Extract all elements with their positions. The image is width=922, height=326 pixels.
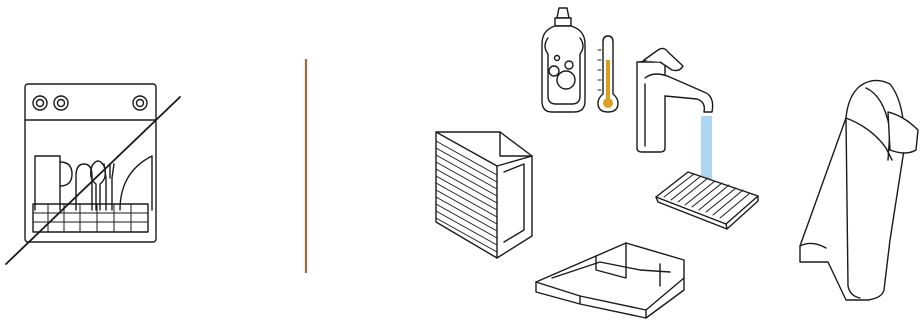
drip-grid-icon: [656, 172, 758, 229]
thermometer-icon: [598, 36, 618, 112]
detergent-bottle-icon: [542, 8, 585, 112]
water-stream-icon: [701, 116, 712, 186]
capsule-container-icon: [436, 132, 532, 258]
dishwasher-not-allowed-icon: [6, 84, 180, 264]
drip-tray-icon: [536, 243, 684, 318]
water-tank-icon: [800, 80, 918, 300]
